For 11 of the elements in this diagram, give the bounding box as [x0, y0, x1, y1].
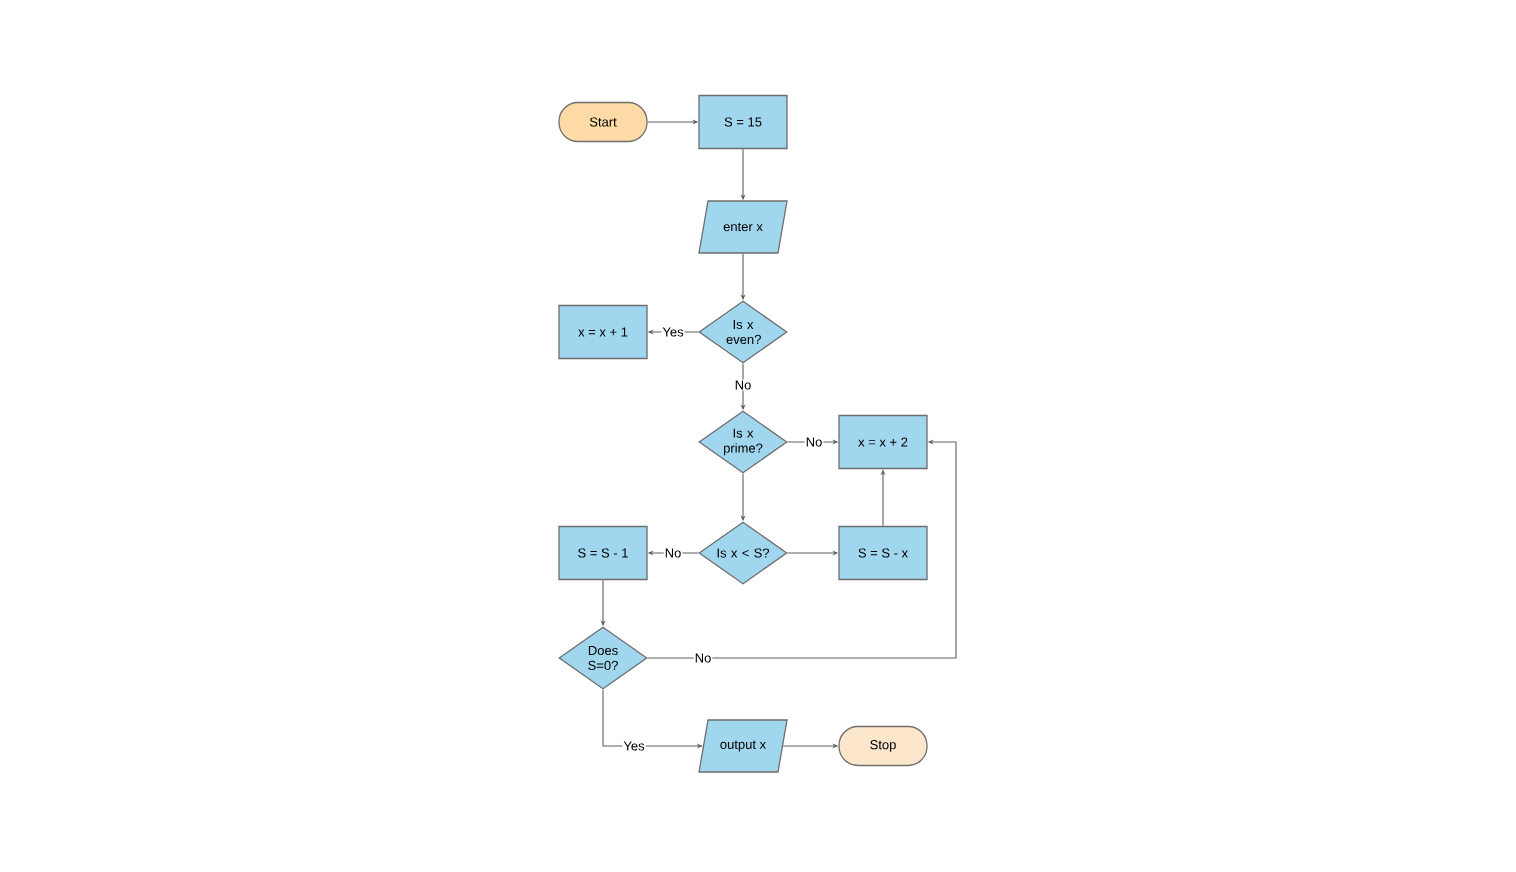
process-box: x = x + 2 [838, 414, 928, 470]
process-box: S = 15 [698, 94, 788, 150]
edge-label: No [663, 547, 683, 559]
process-box: S = S - 1 [558, 525, 648, 581]
edge-label: No [804, 436, 824, 448]
edge-label: Yes [622, 740, 646, 752]
process-box: x = x + 1 [558, 304, 648, 360]
edge-label: Yes [661, 326, 685, 338]
edge-label: No [693, 652, 713, 664]
edge-label: No [733, 379, 753, 391]
process-box: S = S - x [838, 525, 928, 581]
